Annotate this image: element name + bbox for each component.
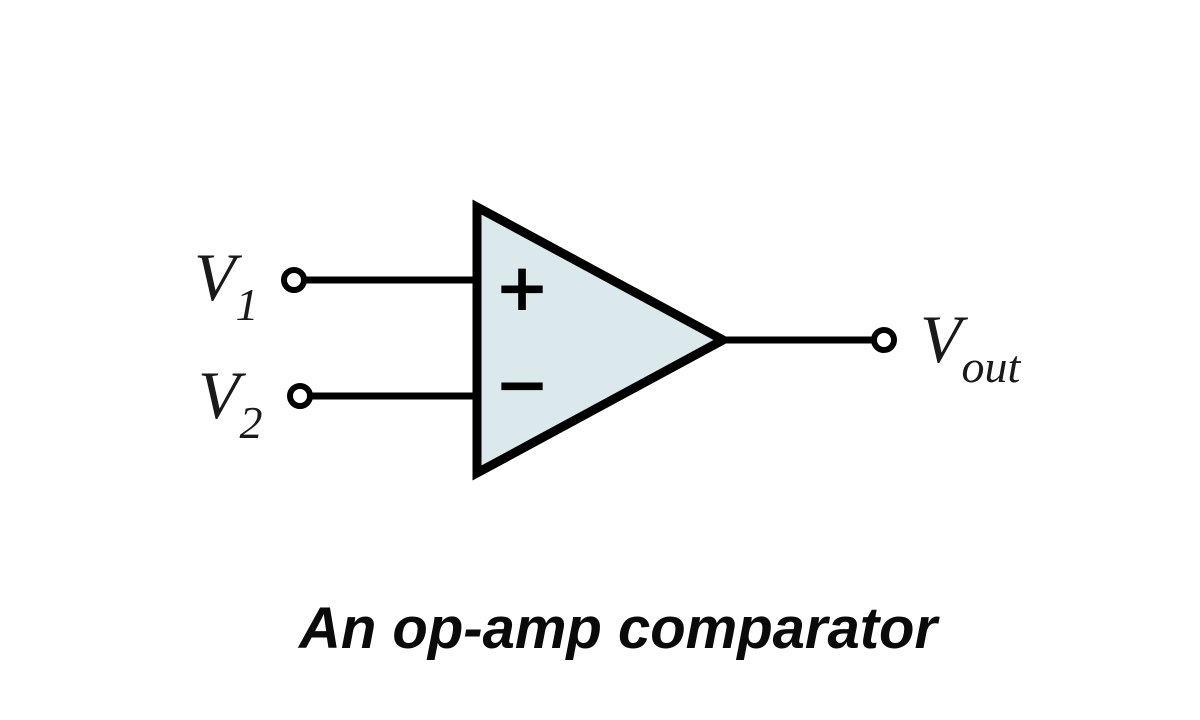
figure-caption: An op-amp comparator (297, 596, 940, 661)
input1-label-subscript: 1 (236, 279, 259, 330)
input2-label-subscript: 2 (240, 397, 263, 448)
noninverting-plus-sign: + (494, 249, 549, 326)
inverting-minus-sign: − (494, 346, 549, 423)
input1-label-base: V (194, 239, 243, 315)
output-label-base: V (920, 301, 969, 377)
input2-label-base: V (198, 357, 247, 433)
output-label: Vout (920, 301, 1022, 392)
input1-terminal-icon (281, 267, 307, 293)
output-terminal-icon (871, 327, 897, 353)
opamp-triangle (472, 199, 733, 481)
output-label-subscript: out (962, 341, 1022, 392)
input1-label: V1 (194, 239, 259, 330)
input2-terminal-icon (287, 383, 313, 409)
input2-label: V2 (198, 357, 263, 448)
